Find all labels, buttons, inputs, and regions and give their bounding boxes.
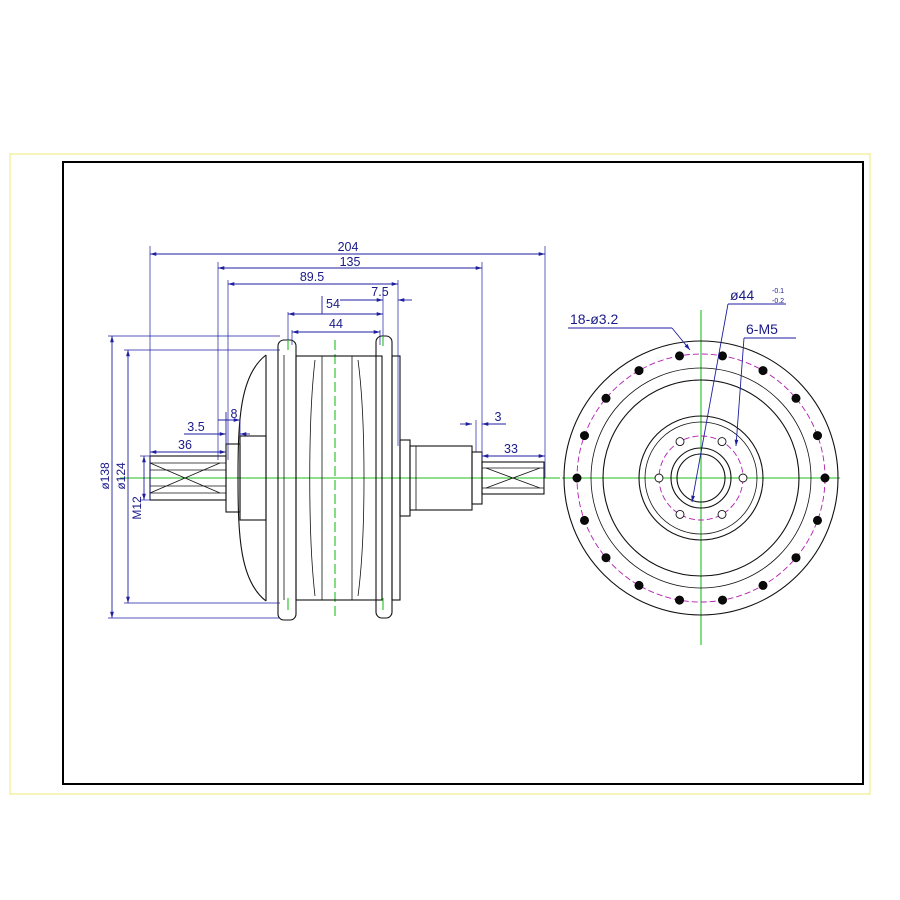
mount-hole xyxy=(738,473,748,483)
spoke-hole xyxy=(634,366,644,376)
front-view: 18-ø3.2 ø44 -0.1 -0.2 6-M5 xyxy=(562,287,840,645)
dim-hole-circle-diameter: ø124 xyxy=(114,462,128,490)
spoke-hole xyxy=(572,473,582,483)
cover-hub-inner xyxy=(644,421,758,535)
mount-hole xyxy=(717,437,727,447)
mount-holes xyxy=(654,437,748,519)
motor-cover-outer xyxy=(602,379,800,577)
bearing-bore xyxy=(670,447,732,509)
right-axle xyxy=(399,439,545,517)
callout-spoke-holes-text: 18-ø3.2 xyxy=(570,311,618,327)
outer-border xyxy=(9,153,871,795)
spoke-hole xyxy=(820,473,830,483)
mount-hole xyxy=(675,437,685,447)
cover-hub-ring xyxy=(638,415,764,541)
dim-right-axle-gap: 3 xyxy=(495,410,502,424)
dim-offset-7-5: 7.5 xyxy=(371,285,388,299)
mount-hole xyxy=(717,509,727,519)
spoke-hole xyxy=(791,393,801,403)
dim-axle-thread: M12 xyxy=(130,496,144,520)
vertical-dimensions: ø138 ø124 M12 xyxy=(98,336,146,618)
spoke-hole xyxy=(758,580,768,590)
dim-flange-width: 135 xyxy=(340,255,361,269)
mount-hole xyxy=(654,473,664,483)
dim-rim-width: 54 xyxy=(326,297,340,311)
dim-inner-width: 44 xyxy=(329,317,343,331)
spoke-holes xyxy=(572,351,830,605)
callout-mount-holes: 6-M5 xyxy=(734,321,796,447)
spoke-hole xyxy=(758,366,768,376)
callout-bore-text: ø44 xyxy=(730,287,754,303)
dim-right-axle-length: 33 xyxy=(504,442,518,456)
dim-left-axle-length: 36 xyxy=(178,438,192,452)
spoke-hole xyxy=(601,553,611,563)
dim-axle-step-3-5: 3.5 xyxy=(187,420,204,434)
spoke-hole xyxy=(601,393,611,403)
spoke-hole xyxy=(579,431,589,441)
spoke-hole xyxy=(812,515,822,525)
hub-shell xyxy=(237,335,401,621)
outer-flange xyxy=(563,340,839,616)
spoke-hole xyxy=(717,595,727,605)
spoke-hole xyxy=(634,580,644,590)
mount-hole xyxy=(675,509,685,519)
spoke-hole xyxy=(674,351,684,361)
callout-bore-tol-lower: -0.2 xyxy=(772,298,784,305)
flange-step xyxy=(590,367,812,589)
spoke-hole xyxy=(717,351,727,361)
spoke-hole xyxy=(579,515,589,525)
callout-bore: ø44 -0.1 -0.2 xyxy=(691,287,786,503)
spoke-hole xyxy=(674,595,684,605)
dim-axle-step-8: 8 xyxy=(231,407,238,421)
horizontal-dimensions: 204 135 89.5 7.5 54 44 3.5 8 36 3 xyxy=(150,240,545,458)
dim-flange-diameter: ø138 xyxy=(98,462,112,490)
callout-spoke-holes: 18-ø3.2 xyxy=(568,311,691,351)
callout-mount-holes-text: 6-M5 xyxy=(746,321,778,337)
dim-overall-length: 204 xyxy=(338,240,359,254)
spoke-hole xyxy=(791,553,801,563)
callout-bore-tol-upper: -0.1 xyxy=(772,288,784,295)
side-view: 204 135 89.5 7.5 54 44 3.5 8 36 3 xyxy=(98,240,560,621)
spoke-hole xyxy=(812,431,822,441)
drawing-frame xyxy=(62,161,864,785)
dim-half-length: 89.5 xyxy=(300,270,324,284)
